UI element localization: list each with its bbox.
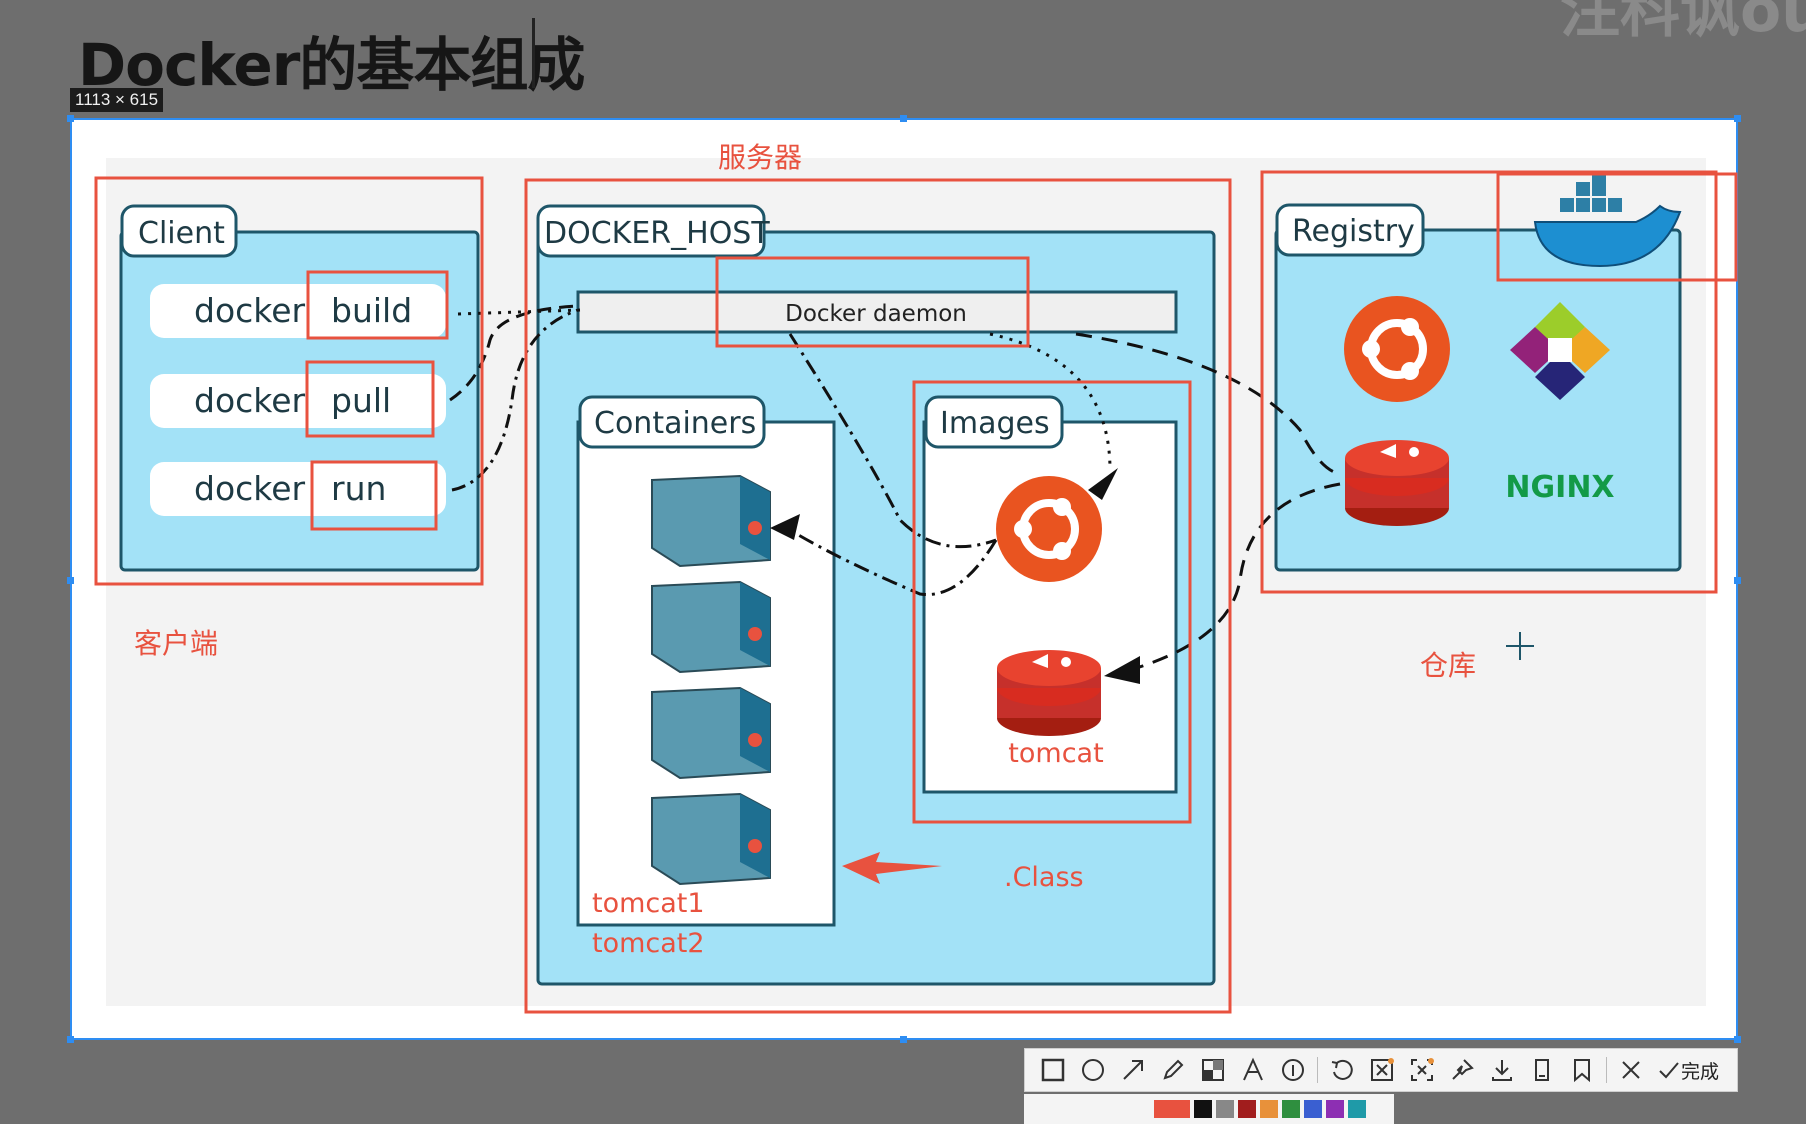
ocr-icon[interactable] xyxy=(1362,1050,1402,1090)
annotation-arrow xyxy=(842,852,942,884)
redis-logo-registry xyxy=(1345,440,1449,526)
ubuntu-logo-registry xyxy=(1344,296,1450,402)
annotation-tomcat2: tomcat2 xyxy=(592,928,705,959)
color-swatch-teal[interactable] xyxy=(1348,1100,1366,1118)
selection-handle-left[interactable] xyxy=(67,577,74,584)
container-icon-2 xyxy=(651,580,771,674)
color-swatch-darkred[interactable] xyxy=(1238,1100,1256,1118)
text-tool-icon[interactable] xyxy=(1233,1050,1273,1090)
finish-button[interactable]: 完成 xyxy=(1657,1057,1719,1084)
annotation-class: .Class xyxy=(1004,862,1084,893)
arrowheads xyxy=(770,468,1140,684)
docker-daemon-label: Docker daemon xyxy=(785,301,967,327)
bookmark-icon[interactable] xyxy=(1562,1050,1602,1090)
selection-handle-tl[interactable] xyxy=(67,115,74,122)
annotation-server: 服务器 xyxy=(718,141,803,174)
ubuntu-logo-image xyxy=(996,476,1102,582)
annotation-warehouse: 仓库 xyxy=(1420,649,1477,682)
rectangle-tool-icon[interactable] xyxy=(1033,1050,1073,1090)
containers-label: Containers xyxy=(594,406,756,441)
mosaic-tool-icon[interactable] xyxy=(1193,1050,1233,1090)
redis-logo-image xyxy=(997,650,1101,736)
text-caret xyxy=(532,18,535,88)
toolbar-divider xyxy=(1317,1057,1318,1083)
selection-size-badge: 1113 × 615 xyxy=(70,88,164,112)
nginx-logo-text: NGINX xyxy=(1505,470,1614,505)
container-icon-4 xyxy=(651,792,771,886)
copy-icon[interactable] xyxy=(1522,1050,1562,1090)
color-swatch-gray[interactable] xyxy=(1216,1100,1234,1118)
undo-icon[interactable] xyxy=(1322,1050,1362,1090)
color-swatch-red-selected[interactable] xyxy=(1154,1100,1190,1118)
color-swatch-blue[interactable] xyxy=(1304,1100,1322,1118)
cmd-run: run xyxy=(331,469,386,508)
docker-host-label: DOCKER_HOST xyxy=(544,216,770,251)
cmd-prefix-pull: docker xyxy=(194,381,306,420)
container-icon-3 xyxy=(651,686,771,780)
page-title: Docker的基本组成 xyxy=(78,31,585,99)
images-label: Images xyxy=(940,406,1050,441)
client-label: Client xyxy=(138,216,225,251)
toolbar-divider xyxy=(1606,1057,1607,1083)
cmd-build: build xyxy=(331,291,412,330)
arrow-tool-icon[interactable] xyxy=(1113,1050,1153,1090)
cmd-pull: pull xyxy=(331,381,391,420)
check-icon xyxy=(1659,1062,1679,1079)
docker-whale-icon xyxy=(1533,172,1682,268)
finish-label: 完成 xyxy=(1681,1060,1720,1083)
image-tomcat-label: tomcat xyxy=(1008,738,1103,769)
connection-lines xyxy=(449,304,1341,672)
download-icon[interactable] xyxy=(1482,1050,1522,1090)
cmd-prefix-run: docker xyxy=(194,469,306,508)
selection-handle-br[interactable] xyxy=(1734,1036,1741,1043)
scroll-capture-icon[interactable] xyxy=(1402,1050,1442,1090)
annotation-boxes xyxy=(94,170,1738,1014)
selection-handle-top[interactable] xyxy=(900,115,907,122)
selection-handle-bottom[interactable] xyxy=(900,1036,907,1043)
close-icon[interactable] xyxy=(1611,1050,1651,1090)
number-tool-icon[interactable] xyxy=(1273,1050,1313,1090)
selection-handle-tr[interactable] xyxy=(1734,115,1741,122)
registry-label: Registry xyxy=(1292,214,1415,249)
color-swatch-black[interactable] xyxy=(1194,1100,1212,1118)
annotation-client: 客户端 xyxy=(134,627,219,660)
background-partial-text: 注科讽ou xyxy=(1560,0,1806,46)
crosshair-cursor xyxy=(1506,632,1534,660)
pin-icon[interactable] xyxy=(1442,1050,1482,1090)
screenshot-toolbar: 完成 xyxy=(1024,1048,1738,1092)
pen-tool-icon[interactable] xyxy=(1153,1050,1193,1090)
selection-handle-bl[interactable] xyxy=(67,1036,74,1043)
color-palette xyxy=(1024,1094,1394,1124)
client-panel: Client docker build docker pull docker r… xyxy=(119,204,480,572)
ellipse-tool-icon[interactable] xyxy=(1073,1050,1113,1090)
color-swatch-purple[interactable] xyxy=(1326,1100,1344,1118)
centos-logo xyxy=(1510,302,1610,400)
container-icon-1 xyxy=(651,474,771,568)
color-swatch-orange[interactable] xyxy=(1260,1100,1278,1118)
color-swatch-green[interactable] xyxy=(1282,1100,1300,1118)
annotation-tomcat1: tomcat1 xyxy=(592,888,705,919)
cmd-prefix-build: docker xyxy=(194,291,306,330)
selection-handle-right[interactable] xyxy=(1734,577,1741,584)
